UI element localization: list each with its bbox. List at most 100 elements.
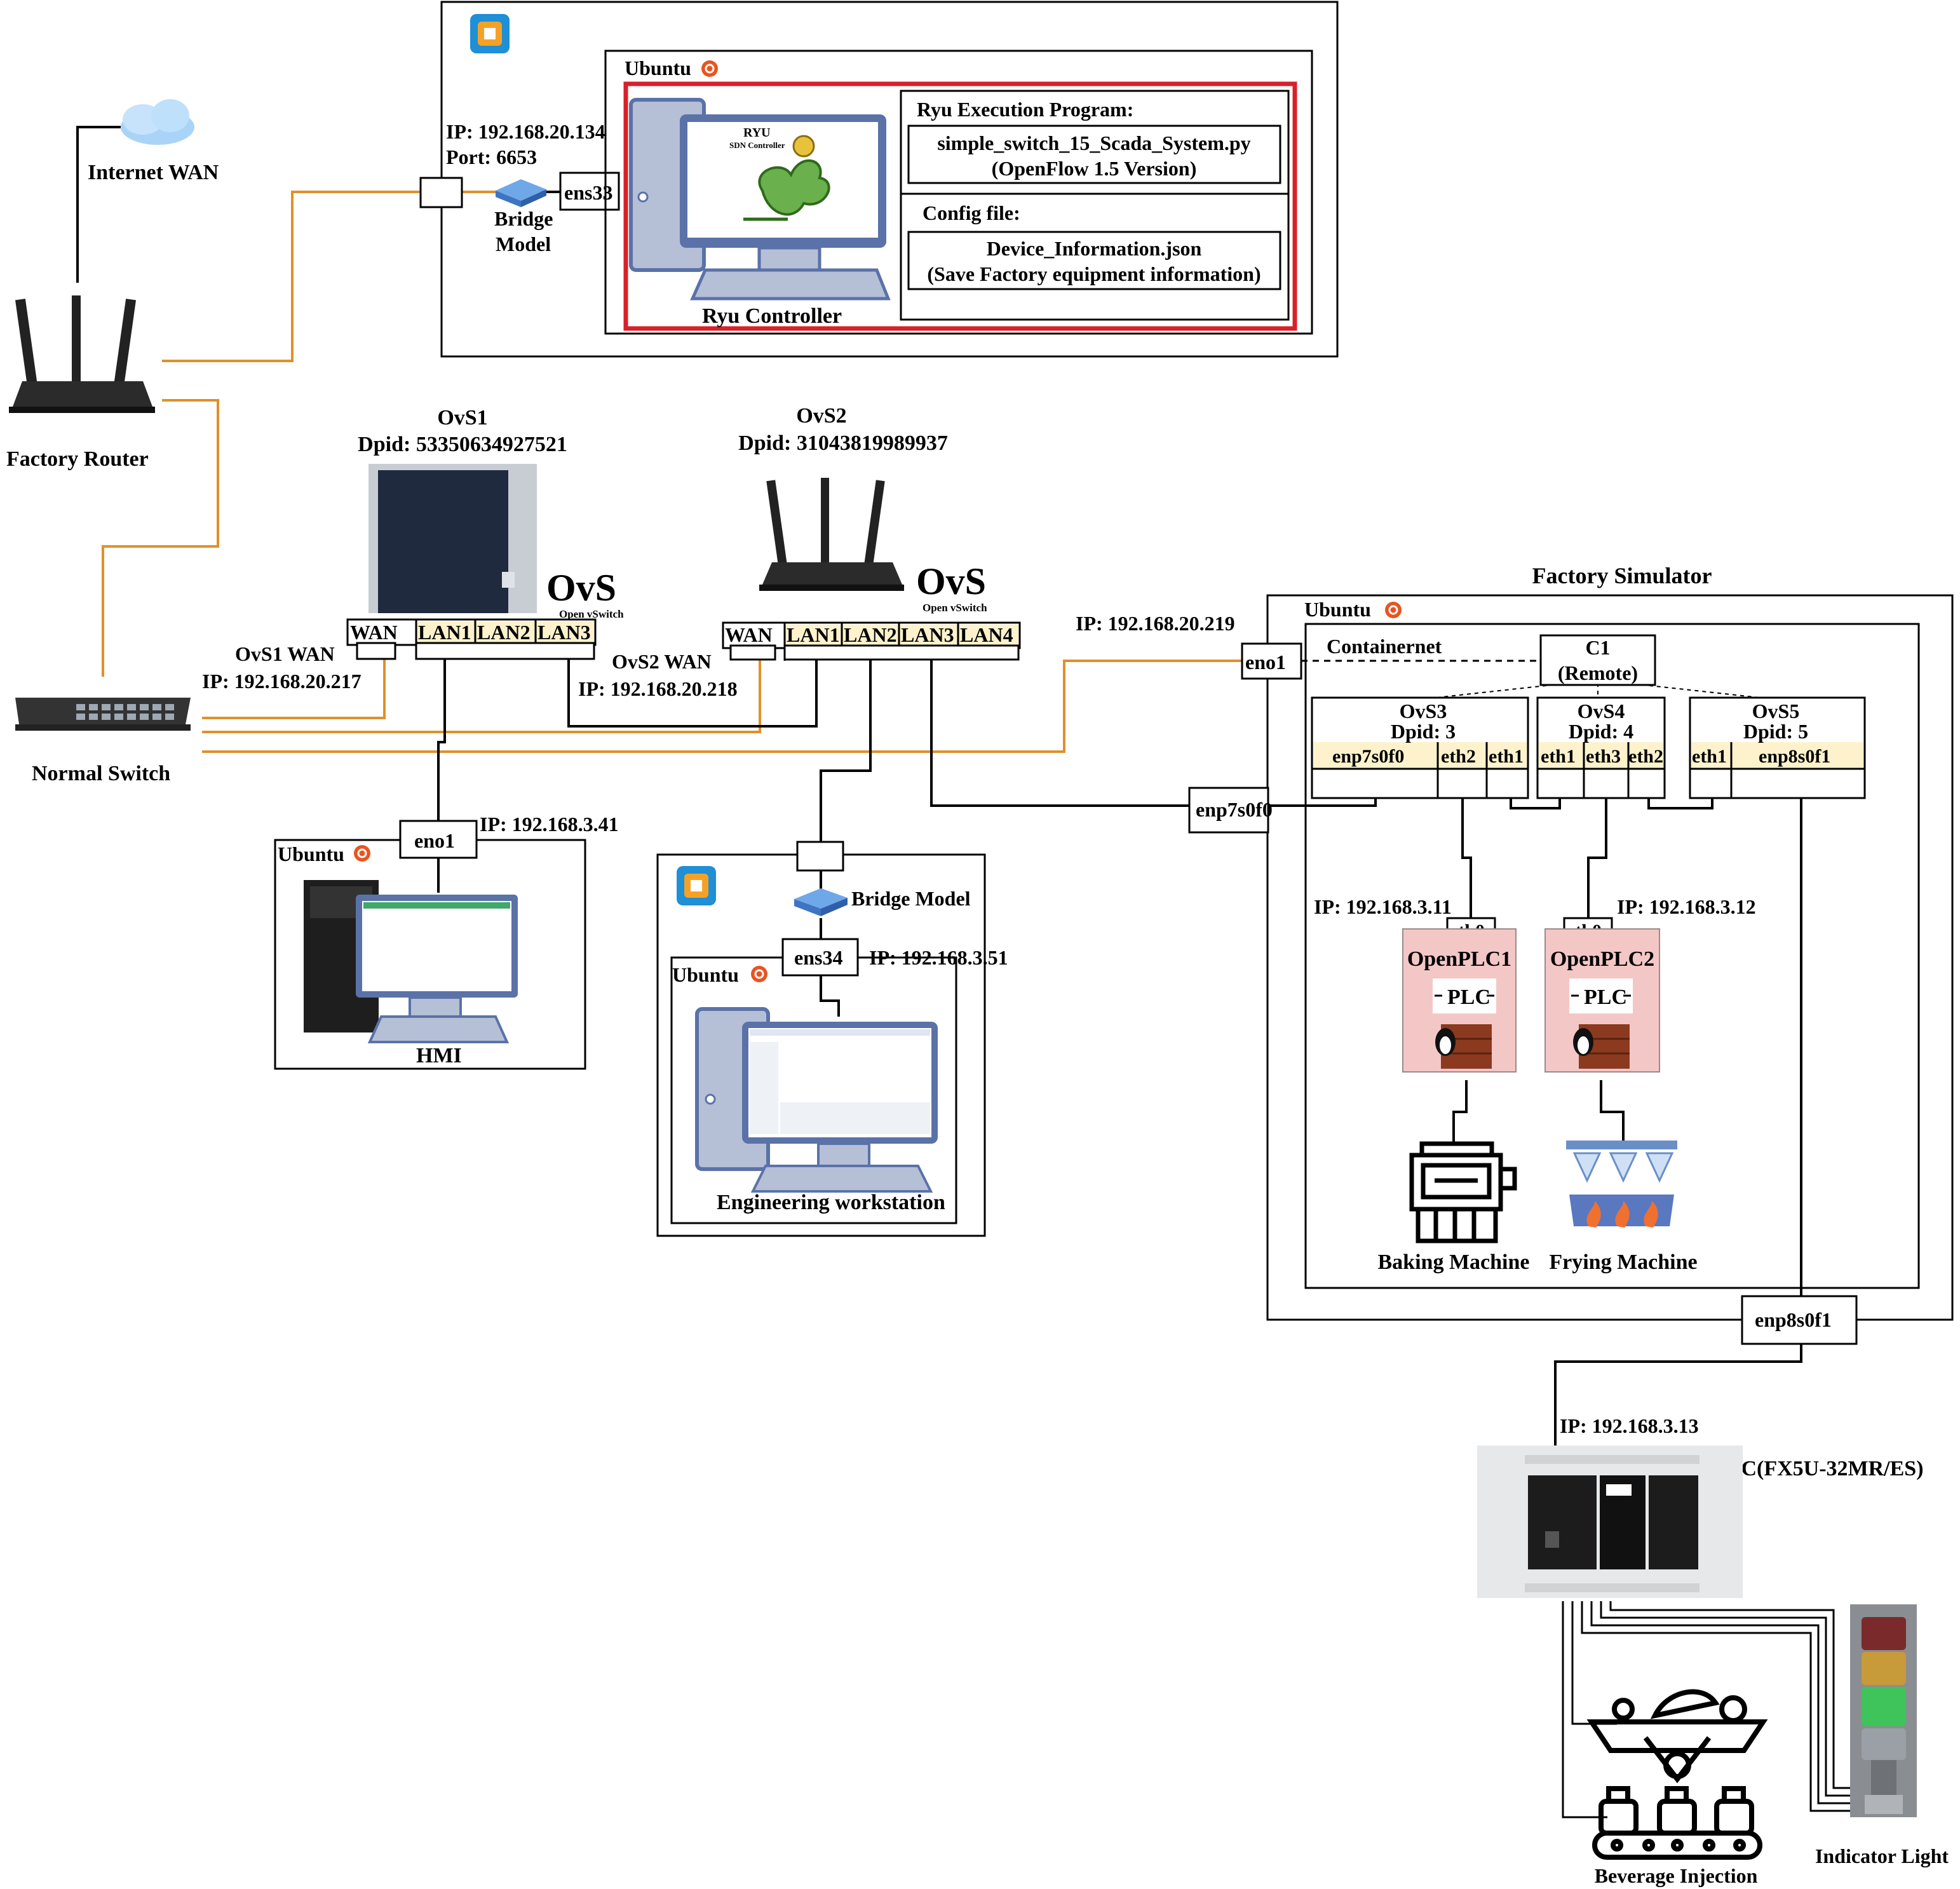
ews-bridge-label: Bridge Model [851,887,971,910]
ovs2-port-lan3: LAN3 [901,623,954,646]
ovs2-wan-label: OvS2 WAN [612,650,712,673]
physical-plc-ip: IP: 192.168.3.13 [1560,1414,1699,1437]
frying-label: Frying Machine [1549,1250,1697,1274]
enp8s0f1-port [1741,1295,1858,1345]
cloud-icon [121,99,194,145]
plc2-logo-text: PLC [1584,985,1627,1009]
ryu-port: Port: 6653 [446,146,537,168]
ovs3-name: OvS3 [1400,700,1447,722]
plc1-ip: IP: 192.168.3.11 [1314,895,1452,918]
ovs4-dpid: Dpid: 4 [1569,720,1633,743]
ryu-info-panel [900,90,1290,321]
containernet-label: Containernet [1327,635,1442,658]
hmi-ubuntu-label: Ubuntu [278,843,344,865]
wire-internet-router [76,126,121,283]
wire-ovs4-plc2 [1587,797,1607,918]
ovs1-port-lan1: LAN1 [418,621,471,644]
vmware-icon [470,14,510,53]
program-version: (OpenFlow 1.5 Version) [992,157,1197,180]
factory-eno1-ip: IP: 192.168.20.219 [1076,612,1235,635]
ews-label: Engineering workstation [717,1191,945,1214]
ovs2-name: OvS2 [796,404,846,428]
ovs2-wan-ip: IP: 192.168.20.218 [578,677,738,700]
openplc-logo: PLC [1569,978,1633,1013]
ovs1-port-lan2: LAN2 [477,621,531,644]
factory-eno1-port [1241,642,1302,680]
router-icon [759,478,904,591]
c1-line1: C1 [1585,636,1610,659]
vmware-icon [677,866,716,905]
enp8s0f1-label: enp8s0f1 [1755,1308,1832,1331]
physical-plc-model: PLC(FX5U-32MR/ES) [1713,1457,1924,1480]
baking-label: Baking Machine [1378,1250,1530,1274]
wire-ews-pc [820,975,840,1017]
factory-sim-frame [1266,594,1954,1321]
config-box [907,231,1281,290]
ovs4-box [1536,696,1666,799]
baking-machine-icon [1409,1141,1517,1243]
ryu-highlight-box [623,81,1297,331]
ryu-vm-nic [419,177,463,208]
switch-label: Normal Switch [32,762,170,785]
wire-router-switch [102,399,219,677]
wire-ovs3-plc1 [1461,797,1472,918]
ovs3-port-enp7s0f0: enp7s0f0 [1332,746,1404,767]
internet-label: Internet WAN [88,161,219,184]
wire-plc-outputs [1562,1601,1868,1818]
beverage-injection-icon [1586,1689,1768,1860]
ovs2-logo-text: OvS [916,560,986,602]
factory-ubuntu-frame [1304,623,1920,1289]
program-box [907,125,1281,184]
ovs3-box [1311,696,1529,799]
program-title: Ryu Execution Program: [917,98,1133,121]
ovs4-port-eth2: eth2 [1628,746,1663,767]
ryu-logo [743,135,830,221]
ryu-logo-line2: SDN Controller [729,140,785,150]
wire-switch-ovs2 [202,654,761,733]
wire-ovs4-ovs5 [1647,797,1713,809]
factory-ubuntu-label: Ubuntu [1304,598,1371,621]
ovs5-port-eth1: eth1 [1692,746,1727,767]
config-desc: (Save Factory equipment information) [927,262,1260,285]
desktop-pc-icon [695,1007,938,1193]
wire-switch-factory [202,660,1242,753]
ovs2-port-wan: WAN [725,623,773,646]
ryu-ip: IP: 192.168.20.134 [446,120,605,143]
ovs1-hardware-photo [368,464,537,613]
desktop-pc-icon [304,880,518,1043]
wire-switch-ovs1 [202,654,386,719]
enp7s0f0-label: enp7s0f0 [1196,798,1273,821]
ovs2-port-lan1: LAN1 [787,623,840,646]
ubuntu-icon [751,966,767,982]
ews-ubuntu-label: Ubuntu [672,963,739,986]
ryu-bridge-line1: Bridge [494,207,553,230]
ovs1-wan-ip: IP: 192.168.20.217 [202,670,362,693]
ovs2-port-strip [722,621,1021,661]
ovs4-port-eth3: eth3 [1586,746,1621,767]
wire-ovs2-ews [820,658,872,842]
ovs1-port-strip [346,618,597,660]
ovs5-dpid: Dpid: 5 [1743,720,1808,743]
ovs1-wan-label: OvS1 WAN [235,642,335,665]
ovs5-box [1689,696,1866,799]
factory-eno1-label: eno1 [1245,651,1286,674]
wire-ovs1-ovs2 [567,658,818,728]
c1-controller-box [1539,634,1656,686]
program-file: simple_switch_15_Scada_System.py [937,132,1250,154]
ovs1-port-lan3: LAN3 [537,621,591,644]
ovs4-name: OvS4 [1578,700,1625,722]
openplc-logo: PLC [1433,978,1496,1013]
ens34-port [781,938,859,977]
plc1-logo-text: PLC [1447,985,1490,1009]
ovs1-dpid: Dpid: 53350634927521 [358,433,567,456]
ews-vm-nic [796,841,844,872]
ubuntu-icon [1385,602,1402,618]
hmi-eno1-label: eno1 [414,829,455,852]
ryu-logo-line1: RYU [743,126,771,140]
ovs2-port-lan2: LAN2 [844,623,897,646]
linux-container-icon [1435,1024,1492,1069]
ryu-ubuntu-frame [604,50,1313,335]
ovs1-name: OvS1 [437,406,487,430]
ens34-label: ens34 [794,946,842,969]
